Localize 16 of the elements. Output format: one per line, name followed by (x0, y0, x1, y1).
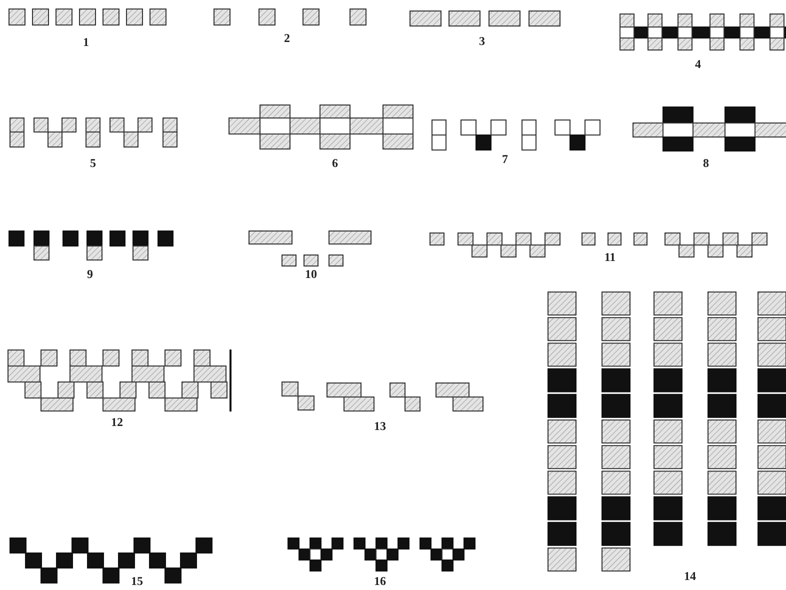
figure-number: 8 (703, 157, 709, 169)
figure-number: 16 (374, 575, 386, 587)
figure-number: 4 (695, 58, 701, 70)
figure-number: 6 (332, 157, 338, 169)
figure-number: 13 (374, 420, 386, 432)
figure-number: 12 (111, 416, 123, 428)
figure-number: 7 (502, 153, 508, 165)
figure-number: 14 (684, 570, 696, 582)
figure-number: 1 (83, 36, 89, 48)
figure-number: 9 (87, 268, 93, 280)
figure-number: 2 (284, 32, 290, 44)
figure-number: 10 (305, 268, 317, 280)
figure-number: 5 (90, 157, 96, 169)
figure-number: 11 (604, 251, 616, 263)
figure-number: 3 (479, 35, 485, 47)
figure-number: 15 (131, 575, 143, 587)
